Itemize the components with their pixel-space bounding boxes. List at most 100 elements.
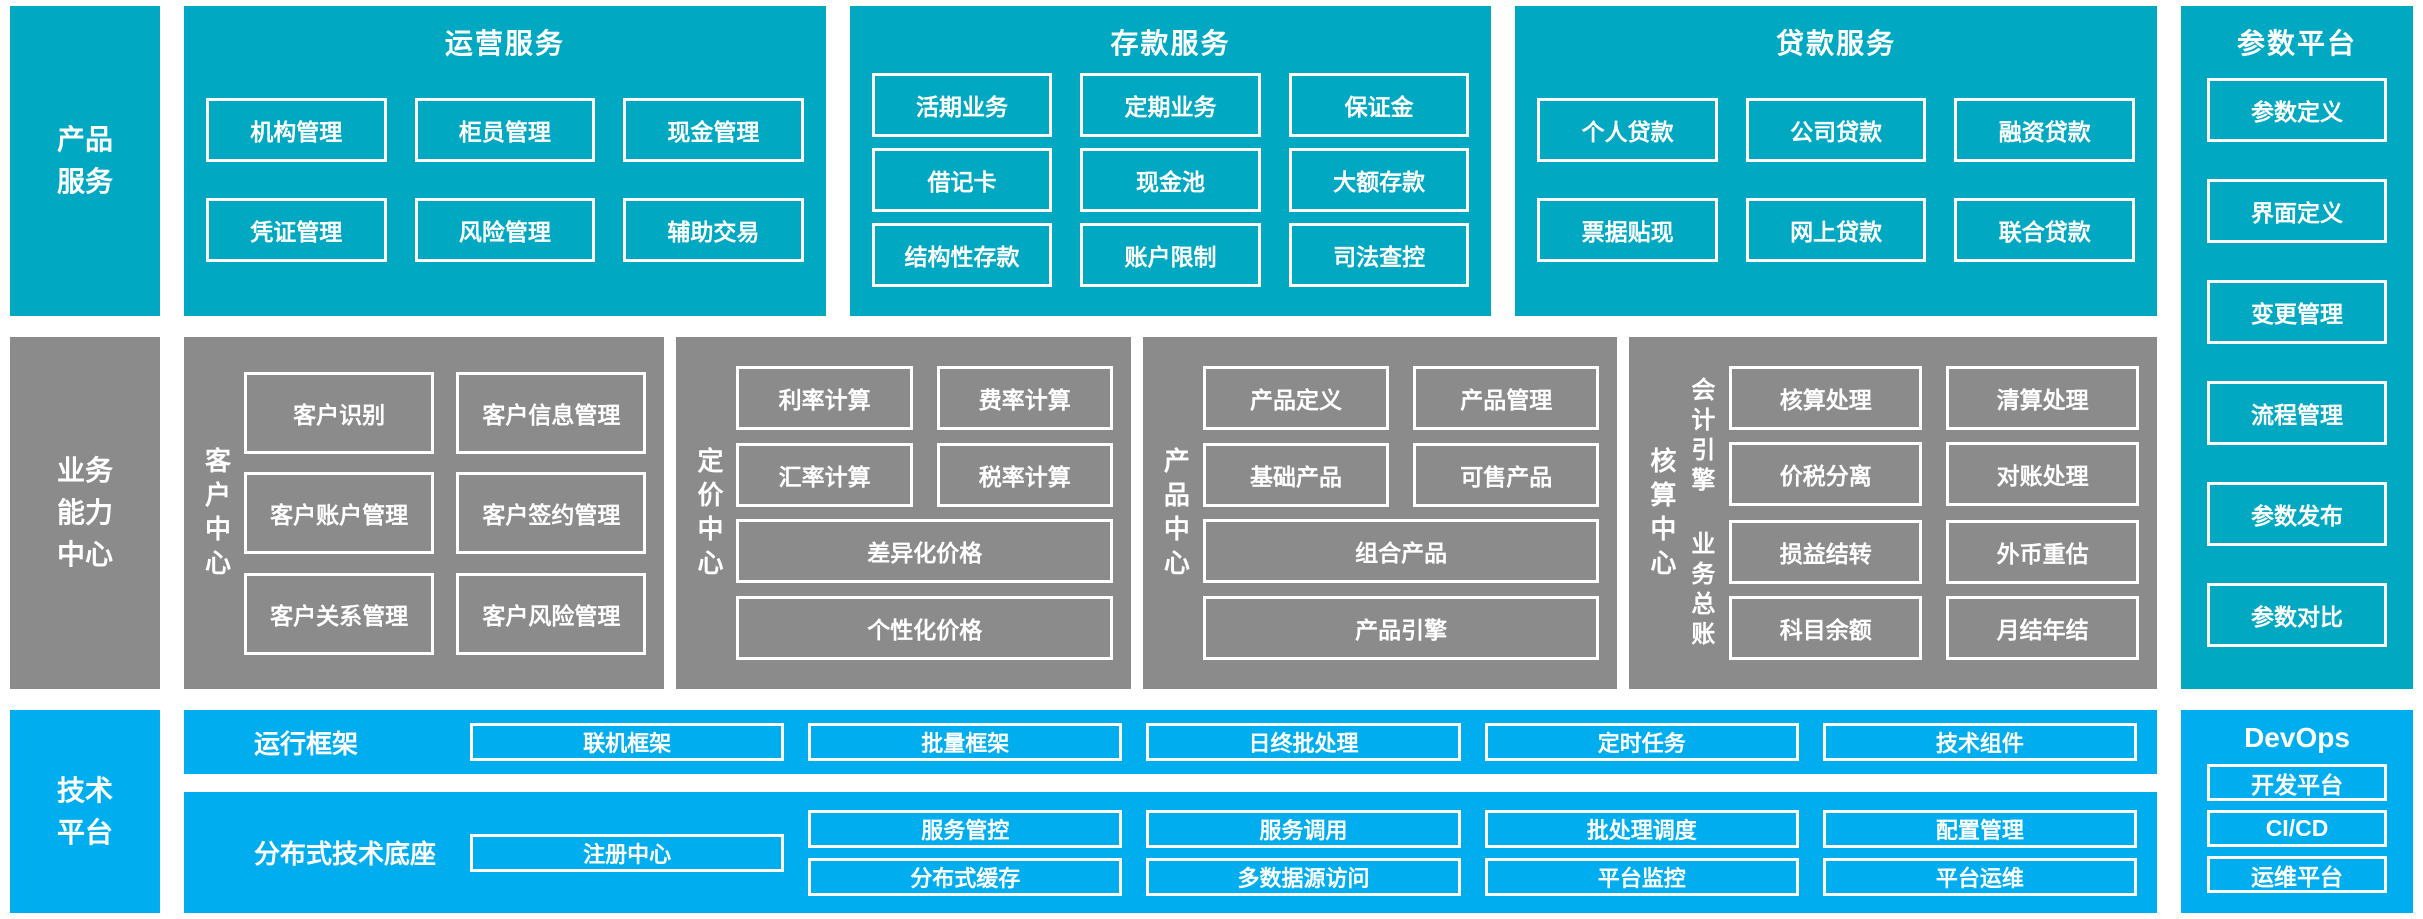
module-box: 汇率计算: [736, 442, 913, 507]
accounting-engine-group: 会计引擎 核算处理 清算处理 价税分离 对账处理: [1689, 366, 2139, 507]
section-deposit-services: 存款服务 活期业务 定期业务 保证金 借记卡 现金池 大额存款 结构性存款 账户…: [849, 6, 1492, 316]
accounting-engine-items: 核算处理 清算处理 价税分离 对账处理: [1729, 366, 2139, 507]
module-box: 借记卡: [871, 148, 1053, 212]
bar-label: 运行框架: [254, 728, 359, 759]
section-loan-services: 贷款服务 个人贷款 公司贷款 融资贷款 票据贴现 网上贷款 联合贷款: [1515, 6, 2158, 316]
module-box: 分布式缓存: [808, 857, 1123, 896]
module-box: 公司贷款: [1745, 98, 1927, 162]
module-box: 基础产品: [1202, 442, 1390, 507]
devops-items: 开发平台 CI/CD 运维平台: [2207, 764, 2387, 893]
module-box: 核算处理: [1729, 366, 1923, 431]
module-box: 客户信息管理: [456, 371, 647, 454]
accounting-groups: 会计引擎 核算处理 清算处理 价税分离 对账处理 业务总账 损益结转 外币重估 …: [1689, 353, 2139, 673]
product-items: 产品定义 产品管理 基础产品 可售产品 组合产品 产品引擎: [1202, 353, 1600, 673]
section-customer-center: 客户中心 客户识别 客户信息管理 客户账户管理 客户签约管理 客户关系管理 客户…: [184, 337, 665, 689]
section-title: DevOps: [2244, 722, 2350, 753]
section-pricing-center: 定价中心 利率计算 费率计算 汇率计算 税率计算 差异化价格 个性化价格: [676, 337, 1131, 689]
module-box: 客户关系管理: [244, 572, 435, 655]
module-box: 产品定义: [1202, 365, 1390, 430]
module-box: 账户限制: [1080, 223, 1261, 287]
module-box: 个性化价格: [736, 596, 1113, 661]
module-box: 活期业务: [871, 73, 1053, 137]
row-label-business-capability-center: 业务 能力 中心: [10, 337, 160, 689]
operations-items: 机构管理 柜员管理 现金管理 凭证管理 风险管理 辅助交易: [206, 62, 804, 298]
module-box: 界面定义: [2207, 179, 2387, 243]
module-box: 批处理调度: [1484, 809, 1799, 848]
module-box: 客户识别: [244, 371, 435, 454]
loan-items: 个人贷款 公司贷款 融资贷款 票据贴现 网上贷款 联合贷款: [1537, 62, 2136, 298]
row-label-product-services: 产品 服务: [10, 6, 160, 316]
section-devops: DevOps 开发平台 CI/CD 运维平台: [2181, 710, 2413, 913]
section-product-center: 产品中心 产品定义 产品管理 基础产品 可售产品 组合产品 产品引擎: [1142, 337, 1618, 689]
module-box: 联机框架: [470, 723, 785, 761]
tech-platform-rows: 运行框架 联机框架 批量框架 日终批处理 定时任务 技术组件 分布式技术底座 注…: [184, 710, 2157, 913]
module-box: 产品引擎: [1202, 596, 1600, 661]
module-box: 柜员管理: [414, 98, 596, 162]
module-box: 费率计算: [936, 365, 1113, 430]
customer-items: 客户识别 客户信息管理 客户账户管理 客户签约管理 客户关系管理 客户风险管理: [244, 353, 647, 673]
module-box: 技术组件: [1822, 723, 2137, 761]
module-box: 变更管理: [2207, 280, 2387, 344]
module-box: 多数据源访问: [1146, 857, 1461, 896]
section-runtime-framework: 运行框架 联机框架 批量框架 日终批处理 定时任务 技术组件: [184, 710, 2157, 774]
section-distributed-base: 分布式技术底座 注册中心 服务管控 分布式缓存 服务调用 多数据源访问 批处理调…: [184, 792, 2157, 913]
module-box: 流程管理: [2207, 381, 2387, 445]
module-box: 结构性存款: [871, 223, 1053, 287]
distributed-column: 批处理调度 平台监控: [1484, 809, 1799, 896]
module-box: 服务调用: [1146, 809, 1461, 848]
vertical-label: 产品中心: [1163, 446, 1190, 578]
module-box: 凭证管理: [206, 198, 387, 262]
module-box: 批量框架: [808, 723, 1123, 761]
module-box: 运维平台: [2207, 856, 2387, 893]
vertical-sublabel: 业务总账: [1691, 530, 1716, 648]
module-box: 定时任务: [1484, 723, 1799, 761]
module-box: 可售产品: [1413, 442, 1600, 507]
module-box: 网上贷款: [1745, 198, 1927, 262]
module-box: 参数发布: [2207, 482, 2387, 546]
module-box: 风险管理: [414, 198, 596, 262]
module-box: 司法查控: [1288, 223, 1470, 287]
module-box: 参数对比: [2207, 583, 2387, 647]
module-box: 清算处理: [1946, 366, 2139, 431]
row-label-tech-platform: 技术 平台: [10, 710, 160, 913]
module-box: 辅助交易: [623, 198, 804, 262]
module-box: 服务管控: [808, 809, 1123, 848]
vertical-label: 客户中心: [204, 446, 231, 578]
module-box: 损益结转: [1729, 519, 1923, 584]
module-box: 注册中心: [470, 833, 785, 872]
module-box: 外币重估: [1946, 519, 2139, 584]
module-box: 税率计算: [936, 442, 1113, 507]
section-title: 存款服务: [1110, 28, 1231, 59]
module-box: 定期业务: [1080, 73, 1261, 137]
module-box: 价税分离: [1729, 442, 1923, 507]
module-box: 组合产品: [1202, 519, 1600, 584]
module-box: 融资贷款: [1954, 98, 2136, 162]
vertical-label: 核算中心: [1650, 446, 1677, 578]
section-title: 贷款服务: [1776, 28, 1897, 59]
deposit-items: 活期业务 定期业务 保证金 借记卡 现金池 大额存款 结构性存款 账户限制 司法…: [871, 62, 1470, 298]
module-box: 参数定义: [2207, 78, 2387, 142]
vertical-sublabel: 会计引擎: [1691, 377, 1716, 495]
module-box: 联合贷款: [1954, 198, 2136, 262]
module-box: 客户签约管理: [456, 472, 647, 554]
module-box: 平台监控: [1484, 857, 1799, 896]
module-box: 对账处理: [1946, 442, 2139, 507]
bar-label: 分布式技术底座: [254, 839, 437, 869]
module-box: CI/CD: [2207, 810, 2387, 847]
module-box: 日终批处理: [1146, 723, 1461, 761]
module-box: 产品管理: [1413, 365, 1600, 430]
module-box: 保证金: [1288, 73, 1470, 137]
business-ledger-items: 损益结转 外币重估 科目余额 月结年结: [1729, 519, 2139, 660]
parameter-items: 参数定义 界面定义 变更管理 流程管理 参数发布 参数对比: [2207, 78, 2387, 647]
module-box: 个人贷款: [1537, 98, 1718, 162]
capability-centers-row: 客户中心 客户识别 客户信息管理 客户账户管理 客户签约管理 客户关系管理 客户…: [184, 337, 2157, 689]
module-box: 利率计算: [736, 365, 913, 430]
module-box: 差异化价格: [736, 519, 1113, 584]
module-box: 客户账户管理: [244, 472, 435, 554]
module-box: 月结年结: [1946, 595, 2139, 660]
section-title: 运营服务: [444, 28, 565, 59]
distributed-column: 服务调用 多数据源访问: [1146, 809, 1461, 896]
section-parameter-platform: 参数平台 参数定义 界面定义 变更管理 流程管理 参数发布 参数对比: [2181, 6, 2413, 689]
module-box: 科目余额: [1729, 595, 1923, 660]
product-services-row: 运营服务 机构管理 柜员管理 现金管理 凭证管理 风险管理 辅助交易 存款服务 …: [184, 6, 2158, 316]
